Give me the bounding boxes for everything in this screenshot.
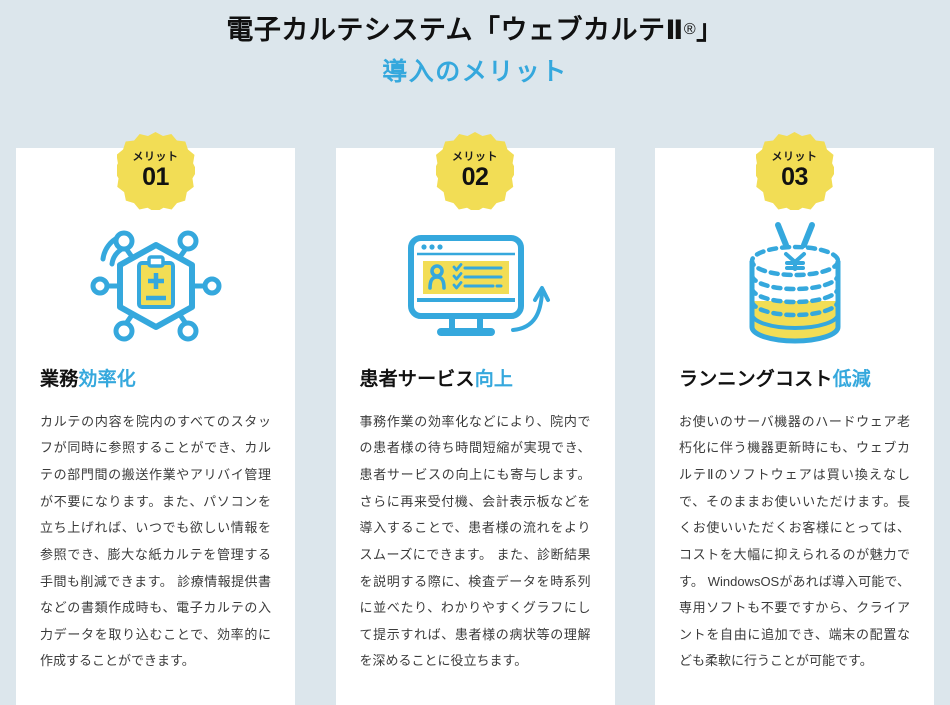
merit-heading-accent: 向上 <box>474 369 514 390</box>
network-clipboard-icon <box>90 230 221 342</box>
merit-badge-label: メリット <box>452 151 498 163</box>
merit-card-list: メリット 01 <box>0 132 950 705</box>
merit-icon <box>655 210 934 360</box>
merit-card-body: 事務作業の効率化などにより、院内での患者様の待ち時間短縮が実現でき、患者サービス… <box>336 409 615 675</box>
merit-badge-number: 03 <box>781 163 808 191</box>
coin-stack-yen-icon <box>749 222 840 344</box>
merit-card: メリット 01 <box>16 132 295 705</box>
page-title: 電子カルテシステム「ウェブカルテⅡ®」 <box>0 12 950 48</box>
registered-trademark-icon: ® <box>683 21 697 38</box>
merit-card: メリット 02 <box>335 132 615 705</box>
merit-badge-number: 01 <box>142 163 169 191</box>
merit-card-heading: 業務効率化 <box>16 368 295 393</box>
merit-card-body: カルテの内容を院内のすべてのスタッフが同時に参照することができ、カルテの部門間の… <box>16 409 295 675</box>
merit-badge-number: 02 <box>461 163 489 191</box>
merit-card-body: お使いのサーバ機器のハードウェア老朽化に伴う機器更新時にも、ウェブカルテⅡのソフ… <box>655 409 934 675</box>
merit-heading-accent: 効率化 <box>78 369 137 390</box>
merit-card-body-text: 事務作業の効率化などにより、院内での患者様の待ち時間短縮が実現でき、患者サービス… <box>359 413 591 669</box>
merit-icon <box>16 210 295 360</box>
monitor-checklist-icon <box>408 235 550 336</box>
merit-badge: メリット 03 <box>755 132 834 210</box>
merit-heading-primary: 業務 <box>40 369 79 390</box>
merit-card-heading: ランニングコスト低減 <box>655 368 934 393</box>
page-title-text: 電子カルテシステム「ウェブカルテⅡ <box>226 15 684 45</box>
page-subtitle: 導入のメリット <box>382 58 568 87</box>
merit-heading-accent: 低減 <box>832 369 872 390</box>
merit-badge: メリット 01 <box>116 132 195 210</box>
merit-card: メリット 03 <box>655 132 934 705</box>
merit-icon <box>336 210 615 360</box>
page-header: 電子カルテシステム「ウェブカルテⅡ®」 導入のメリット <box>0 0 950 89</box>
page-title-close: 」 <box>696 15 724 45</box>
merit-card-heading: 患者サービス向上 <box>336 368 615 393</box>
merit-badge: メリット 02 <box>436 132 514 210</box>
merit-card-body-text: お使いのサーバ機器のハードウェア老朽化に伴う機器更新時にも、ウェブカルテⅡのソフ… <box>679 413 910 669</box>
merit-badge-label: メリット <box>132 151 179 163</box>
merit-badge-label: メリット <box>771 151 818 163</box>
merit-card-body-text: カルテの内容を院内のすべてのスタッフが同時に参照することができ、カルテの部門間の… <box>40 413 271 669</box>
merit-heading-primary: 患者サービス <box>359 369 475 390</box>
merit-heading-primary: ランニングコスト <box>679 369 833 390</box>
